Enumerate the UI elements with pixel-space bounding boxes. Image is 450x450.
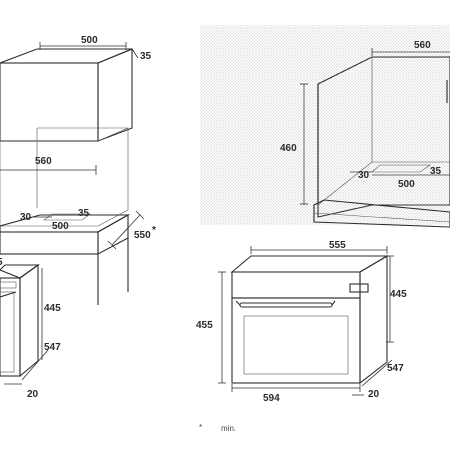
wall-texture	[200, 25, 450, 225]
left-niche-depth-top: 35	[140, 51, 152, 62]
right-niche-depth-bottom: 500	[398, 179, 415, 190]
legend: * min.	[199, 423, 236, 433]
left-oven-depth: 547	[44, 342, 61, 353]
left-niche-inner-width: 560	[35, 156, 52, 167]
upper-cabinet-front	[0, 62, 99, 142]
right-niche-width-top: 560	[414, 40, 431, 51]
right-niche-height: 460	[280, 143, 297, 154]
left-oven-door: 20	[27, 389, 39, 400]
left-niche-vent-b: 35	[78, 208, 90, 219]
left-oven: 5 445 547 20	[0, 257, 61, 400]
left-vent-slot	[43, 213, 91, 221]
left-niche-depth-side: 550	[134, 230, 151, 241]
oven-door	[231, 297, 361, 384]
left-niche-width-top: 500	[81, 35, 98, 46]
left-niche-depth-bottom: 500	[52, 221, 69, 232]
left-oven-height: 445	[44, 303, 61, 314]
right-oven-door: 20	[368, 389, 380, 400]
oven-handle	[239, 302, 333, 308]
right-oven-depth: 547	[387, 363, 404, 374]
right-niche-vent-b: 35	[430, 166, 442, 177]
right-oven: 555 445 455 594 547 20	[196, 240, 407, 404]
right-oven-height-total: 455	[196, 320, 213, 331]
right-oven-width-top: 555	[329, 240, 346, 251]
left-niche-vent-a: 30	[20, 212, 32, 223]
legend-text: min.	[221, 424, 236, 433]
legend-mark: *	[199, 423, 202, 432]
right-oven-width-front: 594	[263, 393, 280, 404]
right-niche-vent-a: 30	[358, 170, 370, 181]
left-niche: 500 35 560 30 35 500 550 *	[0, 35, 156, 305]
left-oven-width-partial: 5	[0, 257, 3, 268]
left-niche-depth-side-mark: *	[152, 225, 156, 236]
right-vent-slot	[371, 164, 431, 173]
right-oven-height-body: 445	[390, 289, 407, 300]
oven-window	[243, 315, 349, 375]
right-niche: 560 460 30 35 500	[200, 25, 450, 228]
